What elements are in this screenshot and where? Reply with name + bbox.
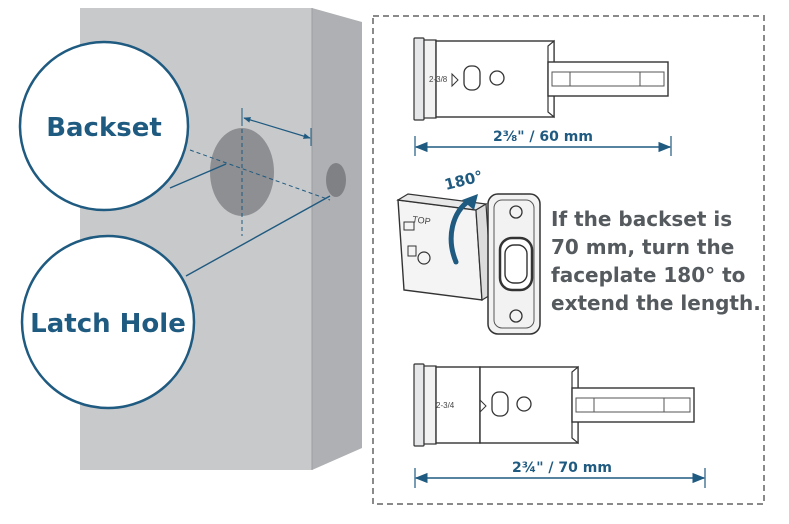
dimension-60mm-label: 2⅜" / 60 mm bbox=[493, 129, 593, 145]
dimension-70mm-label: 2¾" / 70 mm bbox=[512, 460, 612, 476]
latch-hole-callout: Latch Hole bbox=[20, 234, 196, 410]
latch-70mm: 2-3/4 bbox=[413, 363, 695, 447]
backset-callout: Backset bbox=[18, 40, 190, 212]
instruction-line-1: If the backset is bbox=[551, 207, 732, 231]
door-edge bbox=[312, 8, 362, 470]
backset-measure-arrow bbox=[243, 117, 311, 139]
plate-top-marking: TOP bbox=[412, 214, 432, 226]
rotation-arrow bbox=[448, 197, 473, 265]
rotation-angle-label: 180° bbox=[443, 167, 485, 194]
instruction-line-4: extend the length. bbox=[551, 291, 761, 315]
latch-leader-line bbox=[185, 195, 331, 277]
latch-hole-label: Latch Hole bbox=[30, 309, 186, 339]
backset-label: Backset bbox=[46, 113, 162, 143]
rotated-latch: TOP bbox=[396, 193, 541, 335]
instruction-panel bbox=[372, 15, 765, 505]
backset-leader-line bbox=[169, 163, 227, 189]
latch-hole bbox=[326, 163, 346, 197]
instruction-line-3: faceplate 180° to bbox=[551, 263, 745, 287]
latch-60mm-stamp: 2-3/8 bbox=[429, 75, 448, 84]
rotation-instruction: If the backset is 70 mm, turn the facepl… bbox=[551, 207, 761, 315]
instruction-line-2: 70 mm, turn the bbox=[551, 235, 734, 259]
latch-60mm: 2-3/8 bbox=[413, 37, 669, 121]
latch-70mm-stamp: 2-3/4 bbox=[436, 401, 455, 410]
hole-center-line-horizontal bbox=[189, 149, 331, 201]
